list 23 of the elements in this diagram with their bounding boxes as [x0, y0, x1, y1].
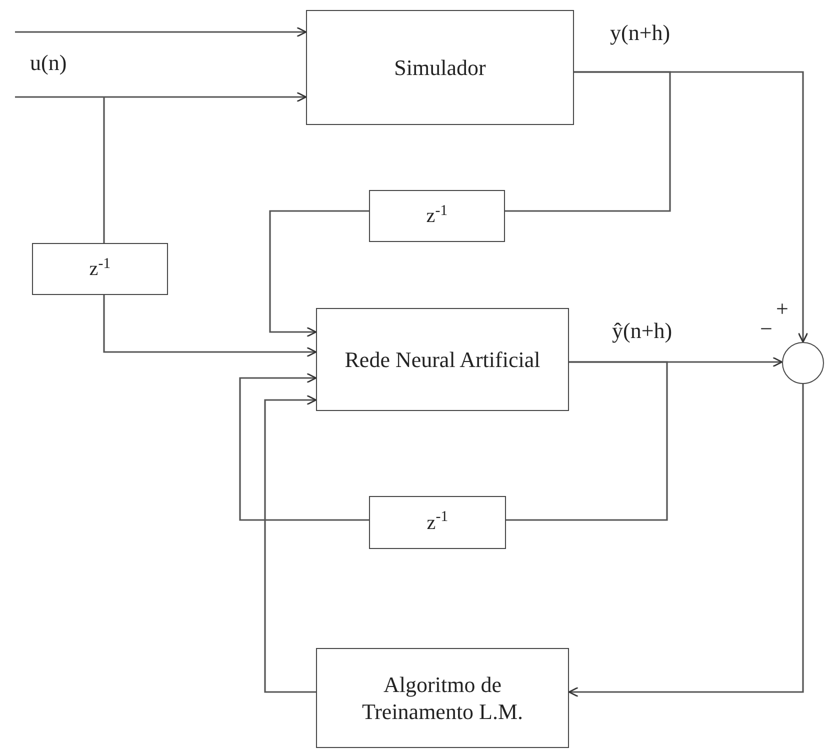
block-box [316, 308, 569, 411]
block-label: z$^{-1}$ [426, 508, 448, 536]
block-label: Simulador [394, 54, 486, 82]
connector-arrow [103, 295, 317, 358]
connector-arrow [264, 394, 317, 693]
block-label: z$^{-1}$ [89, 254, 111, 282]
connector-arrow [568, 384, 804, 698]
block-box [316, 648, 569, 748]
block-box [369, 496, 506, 549]
block-box [369, 190, 505, 242]
connector-arrow [269, 210, 369, 338]
block-label: Algoritmo de Treinamento L.M. [360, 670, 524, 726]
connector-arrow [15, 92, 307, 102]
block-label: Rede Neural Artificial [344, 346, 540, 374]
signal-label: ŷ(n+h) [612, 320, 672, 342]
signal-label: u(n) [30, 52, 67, 74]
block-box [32, 243, 168, 295]
signal-label: y(n+h) [610, 22, 670, 44]
connector-arrow [239, 372, 369, 521]
summing-junction [782, 342, 824, 384]
block-label: z$^{-1}$ [426, 202, 448, 229]
block-box [306, 10, 574, 125]
connector-arrow [15, 26, 307, 38]
